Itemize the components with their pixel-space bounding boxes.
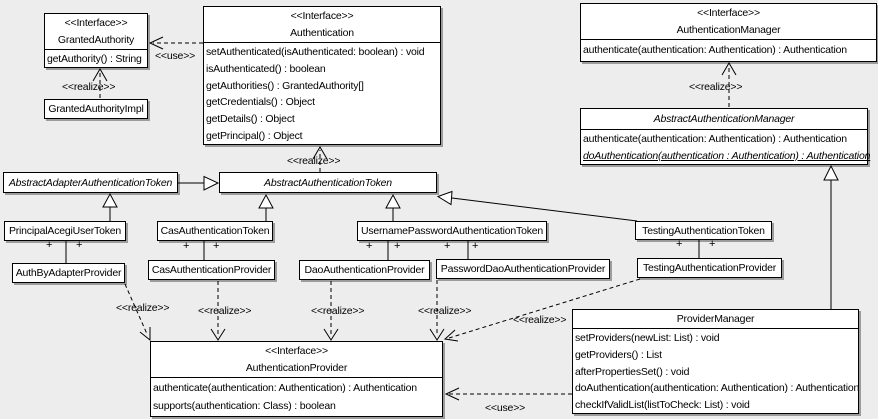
multiplicity-label: + — [444, 240, 451, 252]
class-name: CasAuthenticationProvider — [151, 264, 272, 276]
multiplicity-label: + — [76, 239, 83, 251]
stereotype-label: <<Interface>> — [265, 345, 328, 357]
generalization-arrow — [436, 190, 638, 222]
class-name: GrantedAuthority — [57, 34, 135, 46]
method-label: getAuthority() : String — [47, 53, 142, 65]
class-name: PrincipalAcegiUserToken — [8, 225, 122, 237]
multiplicity-label: + — [183, 240, 190, 252]
class-box-authentication: <<Interface>> Authentication setAuthenti… — [203, 6, 441, 145]
method-label: authenticate(authentication: Authenticat… — [583, 44, 847, 56]
class-name: Authentication — [290, 27, 354, 39]
realize-label: <<realize>> — [62, 81, 116, 93]
class-box-abstract-authentication-token: AbstractAuthenticationToken — [219, 172, 437, 193]
class-box-password-dao-authentication-provider: PasswordDaoAuthenticationProvider — [436, 259, 610, 279]
method-label: doAuthentication(authentication: Authent… — [575, 382, 860, 395]
method-label: isAuthenticated() : boolean — [206, 62, 326, 75]
method-label: setProviders(newList: List) : void — [575, 332, 720, 344]
class-box-provider-manager: ProviderManager setProviders(newList: Li… — [572, 309, 859, 414]
method-label: getPrincipal() : Object — [206, 129, 303, 142]
method-label: getDetails() : Object — [206, 113, 295, 126]
generalization-arrow — [178, 175, 220, 191]
multiplicity-label: + — [472, 240, 479, 252]
class-name: AbstractAuthenticationManager — [653, 113, 795, 125]
class-box-authentication-provider: <<Interface>> AuthenticationProvider aut… — [150, 341, 443, 417]
method-label: getCredentials() : Object — [206, 96, 315, 109]
class-name: UsernamePasswordAuthenticationToken — [360, 225, 544, 237]
class-box-abstract-adapter-authentication-token: AbstractAdapterAuthenticationToken — [3, 172, 178, 193]
class-box-granted-authority: <<Interface>> GrantedAuthority getAuthor… — [44, 13, 148, 68]
class-name: AbstractAuthenticationToken — [264, 176, 392, 189]
class-name: AuthenticationManager — [676, 24, 781, 36]
class-name: AuthenticationProvider — [245, 362, 348, 374]
class-box-testing-authentication-token: TestingAuthenticationToken — [635, 221, 772, 240]
class-box-abstract-authentication-manager: AbstractAuthenticationManager authentica… — [580, 108, 871, 165]
class-name: CasAuthenticationToken — [160, 225, 270, 237]
generalization-arrow — [102, 192, 118, 221]
method-label: getProviders() : List — [575, 348, 662, 361]
class-box-testing-authentication-provider: TestingAuthenticationProvider — [637, 258, 782, 278]
class-name: AuthByAdapterProvider — [15, 267, 122, 279]
realize-label: <<realize>> — [198, 305, 252, 317]
stereotype-label: <<Interface>> — [697, 7, 760, 19]
class-name: GrantedAuthorityImpl — [48, 103, 144, 115]
realize-label: <<realize>> — [689, 81, 743, 93]
method-label: doAuthentication(authentication : Authen… — [583, 149, 871, 162]
generalization-arrow — [258, 193, 274, 221]
realize-label: <<realize>> — [513, 314, 567, 326]
class-box-dao-authentication-provider: DaoAuthenticationProvider — [299, 260, 430, 280]
class-name: TestingAuthenticationProvider — [642, 262, 777, 274]
realize-label: <<realize>> — [287, 155, 341, 167]
realize-label: <<realize>> — [116, 302, 170, 314]
class-box-granted-authority-impl: GrantedAuthorityImpl — [44, 99, 148, 119]
realize-label: <<realize>> — [311, 305, 365, 317]
class-name: ProviderManager — [676, 313, 755, 325]
method-label: checkIfValidList(listToCheck: List) : vo… — [575, 399, 750, 412]
multiplicity-label: + — [676, 238, 683, 250]
stereotype-label: <<Interface>> — [290, 10, 354, 22]
realize-label: <<realize>> — [418, 305, 472, 317]
method-label: supports(authentication: Class) : boolea… — [153, 400, 336, 412]
class-name: PasswordDaoAuthenticationProvider — [440, 263, 606, 275]
multiplicity-label: + — [46, 239, 53, 251]
class-name: TestingAuthenticationToken — [642, 224, 765, 237]
method-label: authenticate(authentication: Authenticat… — [583, 133, 847, 145]
generalization-arrow — [823, 164, 839, 309]
class-name: DaoAuthenticationProvider — [304, 264, 425, 276]
method-label: afterPropertiesSet() : void — [575, 365, 690, 378]
class-box-cas-authentication-token: CasAuthenticationToken — [157, 221, 273, 241]
class-box-authentication-manager: <<Interface>> AuthenticationManager auth… — [580, 3, 877, 62]
method-label: getAuthorities() : GrantedAuthority[] — [206, 79, 364, 92]
method-label: setAuthenticated(isAuthenticated: boolea… — [206, 46, 425, 58]
stereotype-label: <<Interface>> — [64, 17, 128, 29]
use-arrow — [444, 387, 572, 401]
generalization-arrow — [385, 193, 401, 221]
multiplicity-label: + — [709, 238, 716, 250]
multiplicity-label: + — [366, 240, 373, 252]
use-arrow — [148, 36, 203, 50]
multiplicity-label: + — [394, 240, 401, 252]
method-label: authenticate(authentication: Authenticat… — [153, 382, 417, 394]
class-box-principal-acegi-user-token: PrincipalAcegiUserToken — [4, 221, 126, 241]
class-box-auth-by-adapter-provider: AuthByAdapterProvider — [12, 263, 125, 283]
class-box-cas-authentication-provider: CasAuthenticationProvider — [148, 260, 275, 280]
use-label: <<use>> — [485, 402, 526, 414]
multiplicity-label: + — [213, 240, 220, 252]
class-box-username-password-authentication-token: UsernamePasswordAuthenticationToken — [357, 221, 547, 241]
class-name: AbstractAdapterAuthenticationToken — [8, 176, 173, 189]
use-label: <<use>> — [155, 50, 196, 62]
